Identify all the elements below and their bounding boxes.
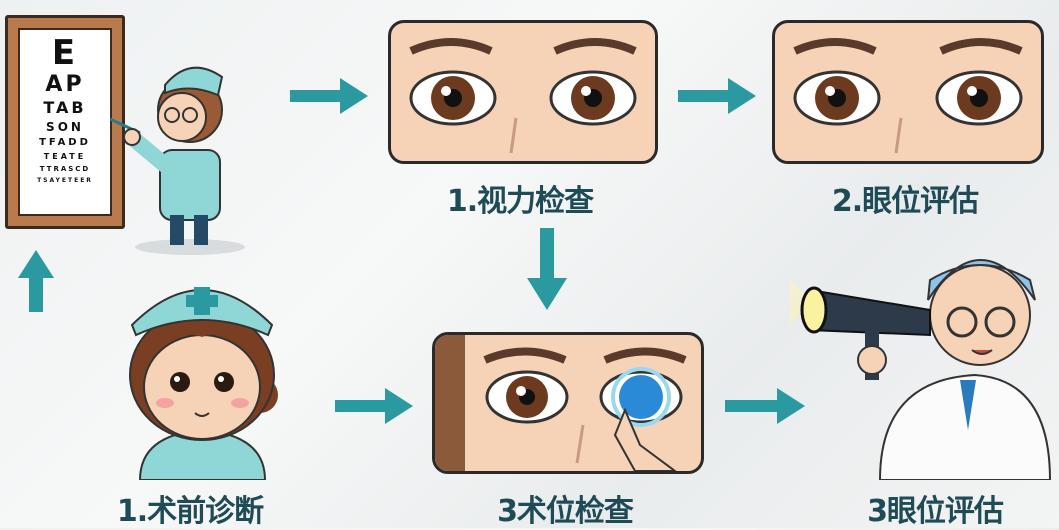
step-label-preop-diagnosis: 1.术前诊断 (116, 494, 264, 529)
chart-row: TSAYETEER (37, 177, 93, 184)
eyes-panel-vision (388, 20, 658, 164)
arrow-down-icon (527, 228, 567, 310)
arrow-up-icon (18, 250, 54, 312)
arrow-icon (725, 388, 805, 424)
arrow-icon (290, 78, 368, 114)
nurse-illustration (129, 287, 278, 480)
eyes-panel-position (772, 20, 1044, 164)
step-label-eye-position: 2.眼位评估 (831, 184, 979, 219)
chart-row: TTRASCD (39, 165, 91, 173)
eyes-panel-surgical-check (432, 332, 704, 474)
arrow-icon (335, 388, 413, 424)
chart-row: TAB (43, 98, 87, 117)
eye-chart: E AP TAB SON TFADD TEATE TTRASCD TSAYETE… (5, 15, 125, 229)
step-label-vision-test: 1.视力检查 (446, 184, 594, 219)
chart-row: E (51, 33, 79, 73)
chart-row: TFADD (39, 137, 91, 148)
doctor-with-scope-illustration (790, 259, 1052, 480)
chart-row: SON (46, 120, 84, 134)
step-label-surgical-check: 3术位检查 (497, 494, 634, 529)
medical-cross-icon (186, 287, 218, 315)
step-label-eye-position-2: 3眼位评估 (867, 494, 1004, 529)
eye-chart-board: E AP TAB SON TFADD TEATE TTRASCD TSAYETE… (18, 28, 112, 216)
doctor-pointing-illustration (110, 66, 245, 255)
arrow-icon (678, 78, 756, 114)
chart-row: AP (45, 72, 85, 97)
chart-row: TEATE (43, 152, 87, 161)
